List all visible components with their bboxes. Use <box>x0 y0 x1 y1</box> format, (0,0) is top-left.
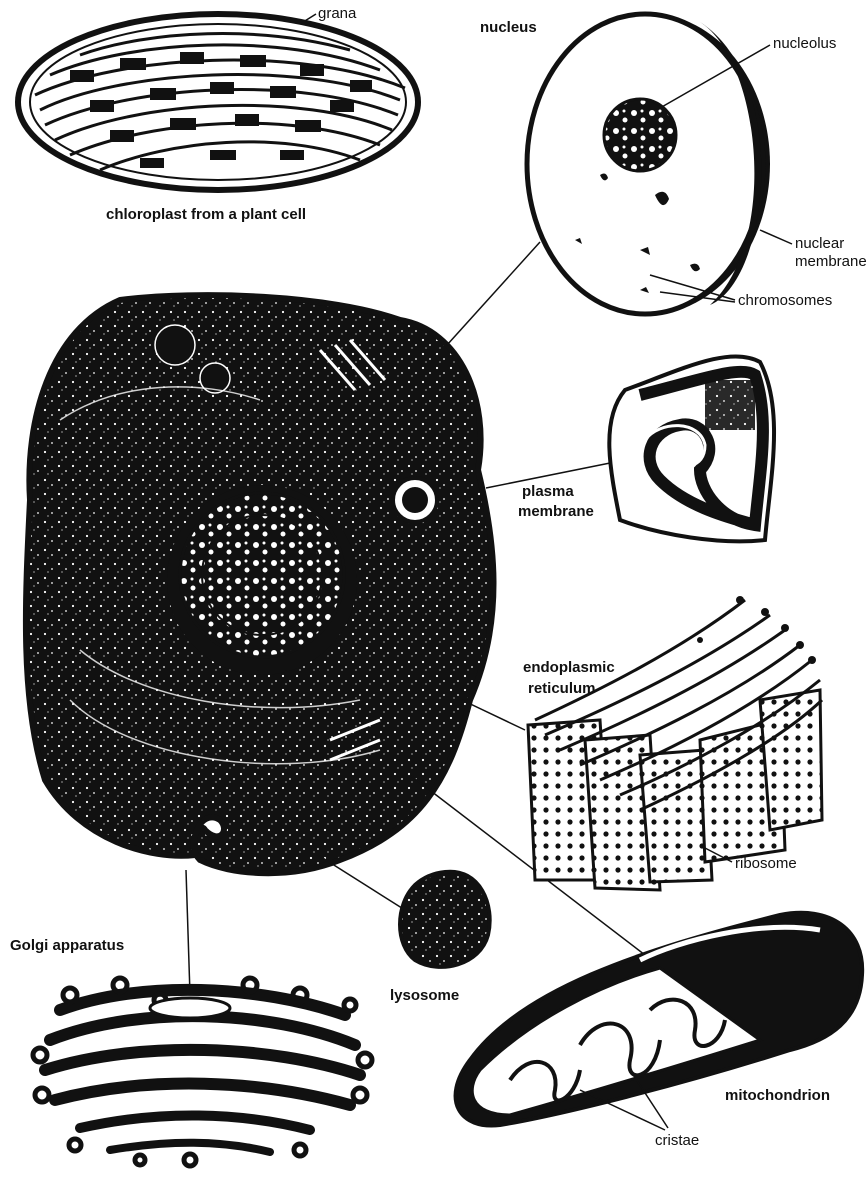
main-cell <box>26 295 494 873</box>
nuclear-membrane-leader <box>760 230 792 244</box>
lysosome-shape <box>400 872 490 967</box>
cristae-label: cristae <box>655 1132 699 1149</box>
grana-label: grana <box>318 5 357 22</box>
nuclear-membrane-label-1: nuclear <box>795 235 844 252</box>
plasma-membrane-label-2: membrane <box>518 503 594 520</box>
lysosome-label: lysosome <box>390 987 459 1004</box>
nucleolus-shape <box>604 99 676 171</box>
ribosome-label: ribosome <box>735 855 797 872</box>
chromosomes-label: chromosomes <box>738 292 832 309</box>
chloroplast <box>18 14 418 190</box>
nuclear-membrane-label-2: membrane <box>795 253 867 270</box>
plasma-membrane-label-1: plasma <box>522 483 574 500</box>
mitochondrion-label: mitochondrion <box>725 1087 830 1104</box>
golgi-label: Golgi apparatus <box>10 937 124 954</box>
nucleolus-label: nucleolus <box>773 35 836 52</box>
er-section <box>528 596 822 890</box>
er-label-1: endoplasmic <box>523 659 615 676</box>
nucleus-section <box>527 14 770 314</box>
nucleus-label: nucleus <box>480 19 537 36</box>
er-label-2: reticulum <box>528 680 596 697</box>
plasma-membrane-section <box>609 356 774 541</box>
chloroplast-caption: chloroplast from a plant cell <box>106 206 306 223</box>
